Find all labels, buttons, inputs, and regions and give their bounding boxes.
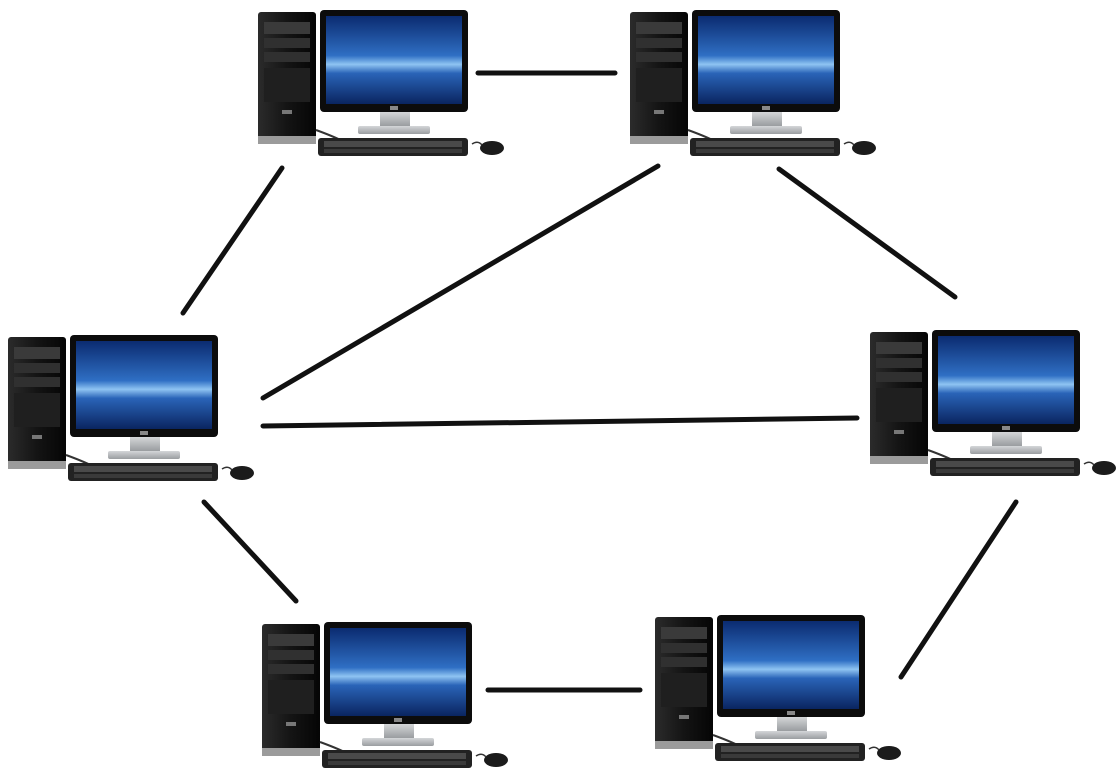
computer-bottom-left: [261, 621, 509, 768]
computer-mid-left: [7, 334, 255, 482]
link-mid-left-bottom-left: [201, 499, 299, 604]
computer-bottom-right: [654, 614, 902, 762]
desktop-computer-icon: [7, 334, 255, 482]
link-mid-right-bottom-right: [898, 499, 1019, 680]
computer-mid-right: [869, 329, 1117, 477]
connection-lines: [180, 70, 1019, 693]
computer-top-left: [257, 9, 505, 157]
link-top-left-mid-left: [180, 165, 285, 316]
desktop-computer-icon: [654, 614, 902, 762]
link-top-right-mid-right: [776, 166, 958, 300]
desktop-computer-icon: [261, 621, 509, 768]
desktop-computer-icon: [629, 9, 877, 157]
desktop-computer-icon: [257, 9, 505, 157]
desktop-computer-icon: [869, 329, 1117, 477]
computer-top-right: [629, 9, 877, 157]
link-mid-left-mid-right: [260, 415, 860, 429]
link-top-right-mid-left: [260, 163, 661, 401]
